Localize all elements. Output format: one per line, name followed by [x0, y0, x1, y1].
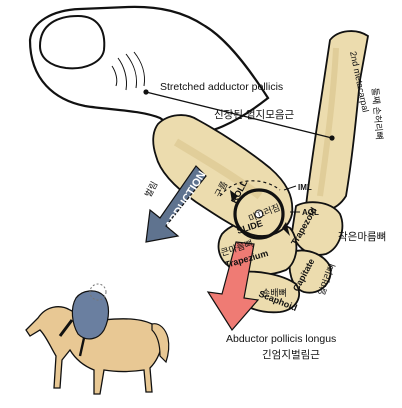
- stretched-muscle-label-en: Stretched adductor pollicis: [160, 81, 283, 93]
- horse-rider-icon: [25, 283, 170, 395]
- thumb-outline-icon: [28, 5, 270, 135]
- abductor-pollicis-longus-arrow: [206, 241, 260, 332]
- iml-label: IML: [298, 183, 312, 192]
- roll-slide-indicator: [230, 188, 290, 240]
- aol-label: AOL: [302, 208, 319, 217]
- abduction-arrow: [145, 165, 207, 243]
- capitate-bone: [288, 249, 332, 294]
- muscle-label-en: Abductor pollicis longus: [226, 333, 336, 345]
- stretched-muscle-label-ko: 신장된 엄지모음근: [214, 109, 295, 121]
- stretched-muscle-line: [143, 89, 335, 141]
- scaphoid-label-ko: 손배뼈: [262, 287, 287, 298]
- trapezoid-label-ko: 작은마름뼈: [338, 231, 386, 243]
- abduction-label-ko: 벌림: [142, 179, 159, 199]
- trapezoid-bone: [291, 201, 344, 256]
- metacarpal-label-ko: 둘째 손허리뼈: [370, 87, 386, 140]
- muscle-label-ko: 긴엄지벌림근: [262, 349, 320, 361]
- second-metacarpal-bone: [305, 30, 369, 212]
- first-metacarpal-bone: [152, 114, 294, 237]
- ligament-pointers: [283, 185, 300, 213]
